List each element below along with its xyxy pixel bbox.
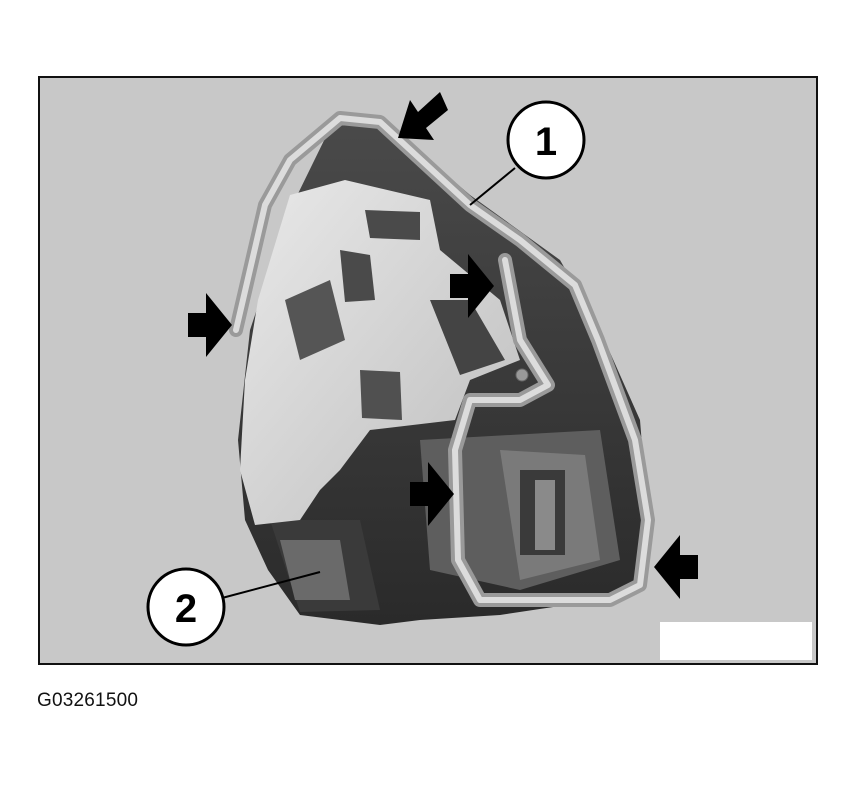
- callout-2-leader: [221, 571, 321, 599]
- corner-label-area: [660, 622, 812, 660]
- arrow-right: [654, 535, 698, 599]
- arrow-center-lower: [410, 462, 454, 526]
- arrow-center-upper: [450, 254, 494, 318]
- figure-caption: G03261500: [37, 690, 139, 711]
- lock-rod: [229, 111, 655, 607]
- callout-1-leader: [469, 167, 516, 206]
- arrow-left: [188, 293, 232, 357]
- callout-2-label: 2: [175, 587, 197, 631]
- callout-1-label: 1: [535, 120, 557, 164]
- mounting-plate: [240, 180, 529, 525]
- arrow-top: [398, 92, 448, 140]
- callout-1: 1: [469, 100, 586, 206]
- callout-2: 2: [146, 567, 321, 647]
